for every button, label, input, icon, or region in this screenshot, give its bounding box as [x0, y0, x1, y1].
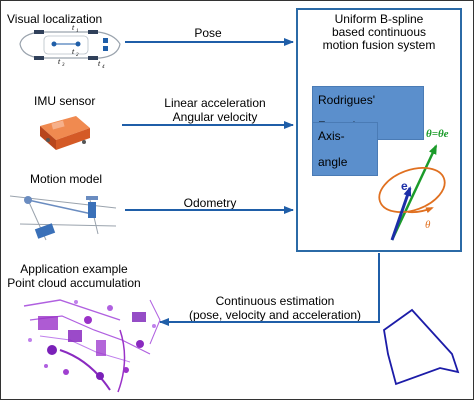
- axis-angle-box: Axis-angle: [312, 122, 378, 176]
- car-time-t3: t: [58, 57, 61, 66]
- continuous-estimation-arrow: [159, 253, 380, 326]
- continuous-estimation-label: Continuous estimation: [215, 294, 335, 308]
- car-time-t3-sub: 3: [62, 63, 65, 68]
- rotation-circle: [378, 166, 446, 214]
- point-cloud-image: [23, 299, 161, 393]
- car-icon: [19, 30, 121, 60]
- car-time-t2-sub: 2: [76, 53, 79, 58]
- system-title-line2: based continuous: [331, 25, 427, 39]
- rotation-vector-arrow: [390, 144, 438, 241]
- imu-sensor-icon: [40, 116, 90, 150]
- unit-axis-arrow: [390, 186, 412, 241]
- theta-vector-label: θ=θe: [426, 128, 449, 140]
- axis-angle-illustration: [378, 144, 446, 241]
- rotation-direction-arrow: [407, 207, 434, 214]
- trajectory-curve: [383, 308, 460, 386]
- car-time-t1-sub: 1: [76, 29, 79, 34]
- rotation-angle-label: θ: [425, 219, 431, 231]
- car-time-t4: t: [98, 59, 101, 68]
- system-title: Uniform B-spline based continuous motion…: [296, 13, 462, 52]
- motion-model-icon: [9, 195, 117, 241]
- system-title-line3: motion fusion system: [322, 38, 436, 52]
- linear-acceleration-label: Linear acceleration: [164, 96, 266, 110]
- unit-axis-label: e: [401, 179, 408, 193]
- application-example-label: Application example: [20, 262, 128, 276]
- car-time-t2: t: [72, 47, 75, 56]
- imu-sensor-label: IMU sensor: [34, 94, 96, 108]
- car-time-t1: t: [72, 23, 75, 32]
- pose-arrow-label: Pose: [194, 26, 222, 40]
- continuous-estimation-detail-label: (pose, velocity and acceleration): [188, 308, 362, 322]
- system-title-line1: Uniform B-spline: [334, 12, 424, 26]
- odometry-arrow-label: Odometry: [183, 196, 237, 210]
- fusion-system-box: [296, 8, 462, 252]
- point-cloud-accumulation-label: Point cloud accumulation: [7, 276, 141, 290]
- car-time-t4-sub: 4: [102, 65, 105, 70]
- visual-localization-label: Visual localization: [7, 12, 103, 26]
- motion-model-label: Motion model: [30, 172, 103, 186]
- angular-velocity-label: Angular velocity: [172, 110, 258, 124]
